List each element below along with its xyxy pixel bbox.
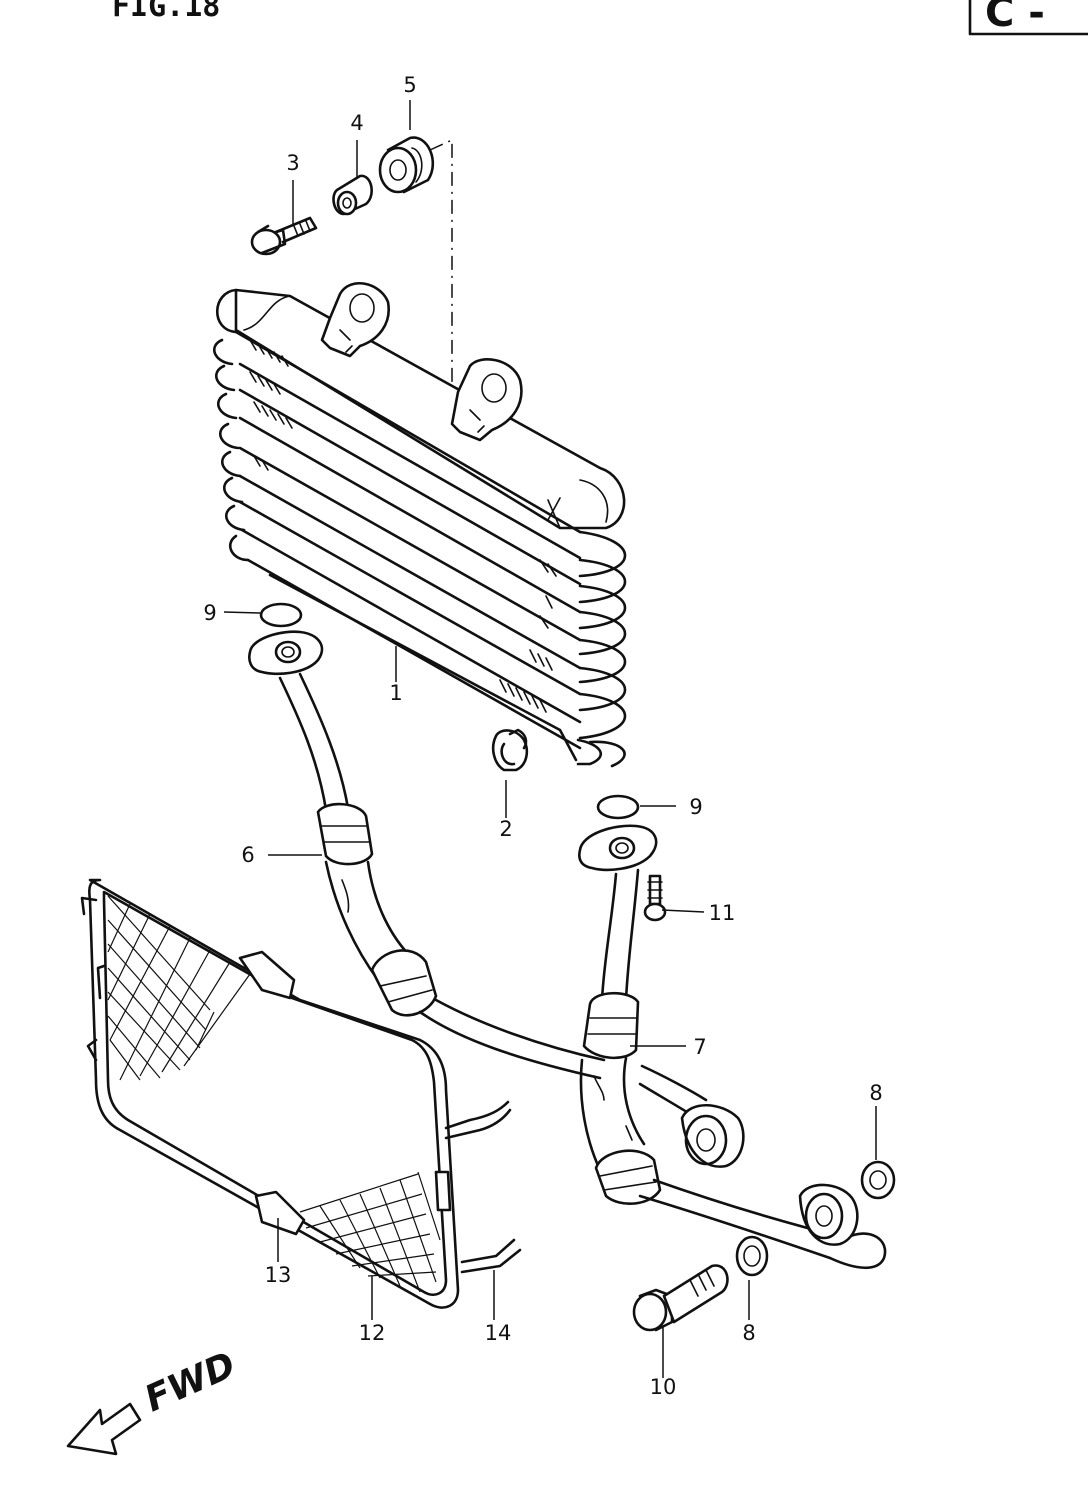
callout-3: 3: [286, 151, 299, 175]
guard-mesh-upper: [107, 895, 251, 1081]
callout-12: 12: [359, 1321, 386, 1345]
callout-14: 14: [485, 1321, 512, 1345]
callout-9-upper: 9: [203, 601, 216, 625]
section-badge: C -: [968, 0, 1088, 36]
figure-label: FIG.18: [112, 0, 220, 24]
callout-13: 13: [265, 1263, 292, 1287]
callout-8-lower: 8: [742, 1321, 755, 1345]
small-bolt-part: [643, 874, 667, 922]
forward-direction-indicator: FWD: [66, 1344, 242, 1456]
callout-10: 10: [650, 1375, 677, 1399]
oil-cooler-guard-part: [80, 878, 522, 1309]
assembly-alignment-line: [429, 138, 453, 410]
o-ring-part-lower: [596, 794, 640, 820]
forward-arrow-icon: [66, 1402, 142, 1456]
gasket-part-upper: [860, 1160, 896, 1200]
oil-cooler-part: [212, 282, 627, 768]
lower-oil-hose-part: [578, 824, 887, 1270]
callout-4: 4: [350, 111, 363, 135]
callout-7: 7: [693, 1035, 706, 1059]
o-ring-part-upper: [259, 602, 303, 628]
callout-6: 6: [241, 843, 254, 867]
callout-numbers: 1 2 3 4 5 6 7 8 8 9 9 10 11 12 13 14: [203, 73, 882, 1399]
callout-5: 5: [403, 73, 416, 97]
callout-11: 11: [709, 901, 736, 925]
hose-clamp-part: [491, 728, 529, 772]
union-bolt-part: [632, 1264, 729, 1332]
grommet-part: [378, 136, 434, 194]
gasket-part-lower: [735, 1235, 769, 1277]
section-badge-label: C -: [985, 0, 1045, 36]
upper-oil-hose-part: [248, 630, 745, 1168]
mounting-bolt-part: [250, 216, 318, 256]
callout-2: 2: [499, 817, 512, 841]
callout-1: 1: [389, 681, 402, 705]
callout-9-lower: 9: [689, 795, 702, 819]
collar-part: [332, 174, 373, 216]
forward-label: FWD: [139, 1344, 242, 1420]
callout-8-upper: 8: [869, 1081, 882, 1105]
guard-mesh-lower: [299, 1171, 441, 1293]
leader-lines: [223, 100, 877, 1378]
